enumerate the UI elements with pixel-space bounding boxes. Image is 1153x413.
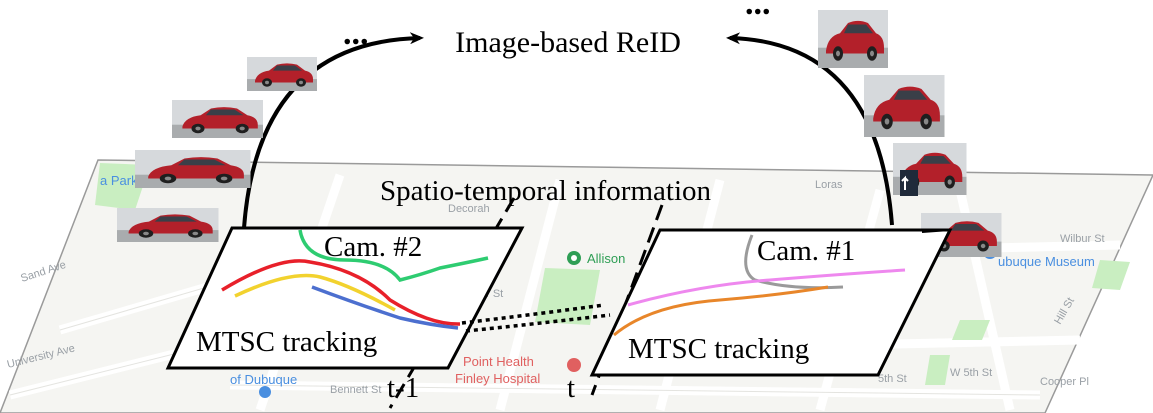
- map-label-cooper: Cooper Pl: [1040, 376, 1089, 388]
- track-line-green: [298, 229, 489, 282]
- map-label-park: a Park: [100, 173, 138, 188]
- cam2-label: Cam. #2: [324, 231, 422, 263]
- map-label-loras: Loras: [815, 179, 843, 191]
- car-thumbnail: [864, 75, 945, 137]
- camera-1-panel: Cam. #1 MTSC tracking t: [567, 228, 953, 404]
- car-thumbnails-right: [818, 10, 1002, 257]
- map-label-w5th: W 5th St: [950, 367, 992, 379]
- track-line-blue: [311, 285, 459, 330]
- camera-2-panel: Cam. #2 MTSC tracking t-1: [165, 226, 525, 404]
- cross-camera-link: [461, 303, 611, 333]
- cam1-time-label: t: [567, 372, 575, 404]
- car-thumbnail: [172, 100, 263, 138]
- map-label-museum: ubuque Museum: [998, 254, 1095, 269]
- hospital-pin-icon: [567, 358, 581, 372]
- map-label-allison: Allison: [587, 251, 625, 266]
- map-label-5th: 5th St: [878, 373, 907, 385]
- car-thumbnail: [135, 150, 251, 188]
- track-line-pink: [627, 268, 906, 307]
- map-label-of-dubuque: of Dubuque: [230, 372, 297, 387]
- map-label-finley-hospital: Finley Hospital: [455, 371, 540, 386]
- park-area: [925, 355, 950, 385]
- map-label-decorah: Decorah: [448, 203, 490, 215]
- park-area: [1092, 260, 1130, 290]
- reid-arrow-right: [726, 32, 894, 226]
- track-line-yellow: [234, 273, 396, 312]
- reid-title: Image-based ReID: [455, 26, 681, 59]
- car-thumbnail: [117, 208, 219, 242]
- map-label-wilbur-st: Wilbur St: [1060, 233, 1105, 245]
- park-area: [952, 320, 990, 340]
- car-thumbnail: [818, 10, 888, 68]
- map-label-bennett-st: Bennett St: [330, 384, 381, 396]
- map-label-point-health: Point Health: [463, 354, 534, 369]
- track-line-red: [221, 259, 461, 326]
- cam2-tracking-label: MTSC tracking: [196, 326, 377, 358]
- cam1-label: Cam. #1: [757, 235, 855, 267]
- track-line-orange: [613, 285, 829, 337]
- ellipsis-right: ...: [745, 0, 771, 22]
- park-area: [535, 268, 600, 325]
- car-thumbnail: [247, 57, 317, 91]
- sign-icon: [900, 170, 918, 196]
- cam2-time-label: t-1: [387, 372, 419, 404]
- cam1-tracking-label: MTSC tracking: [628, 333, 809, 365]
- ellipsis-left: ...: [343, 15, 369, 52]
- school-pin-icon: [259, 386, 271, 398]
- spatio-temporal-label: Spatio-temporal information: [380, 175, 712, 207]
- connector-line: [921, 229, 951, 233]
